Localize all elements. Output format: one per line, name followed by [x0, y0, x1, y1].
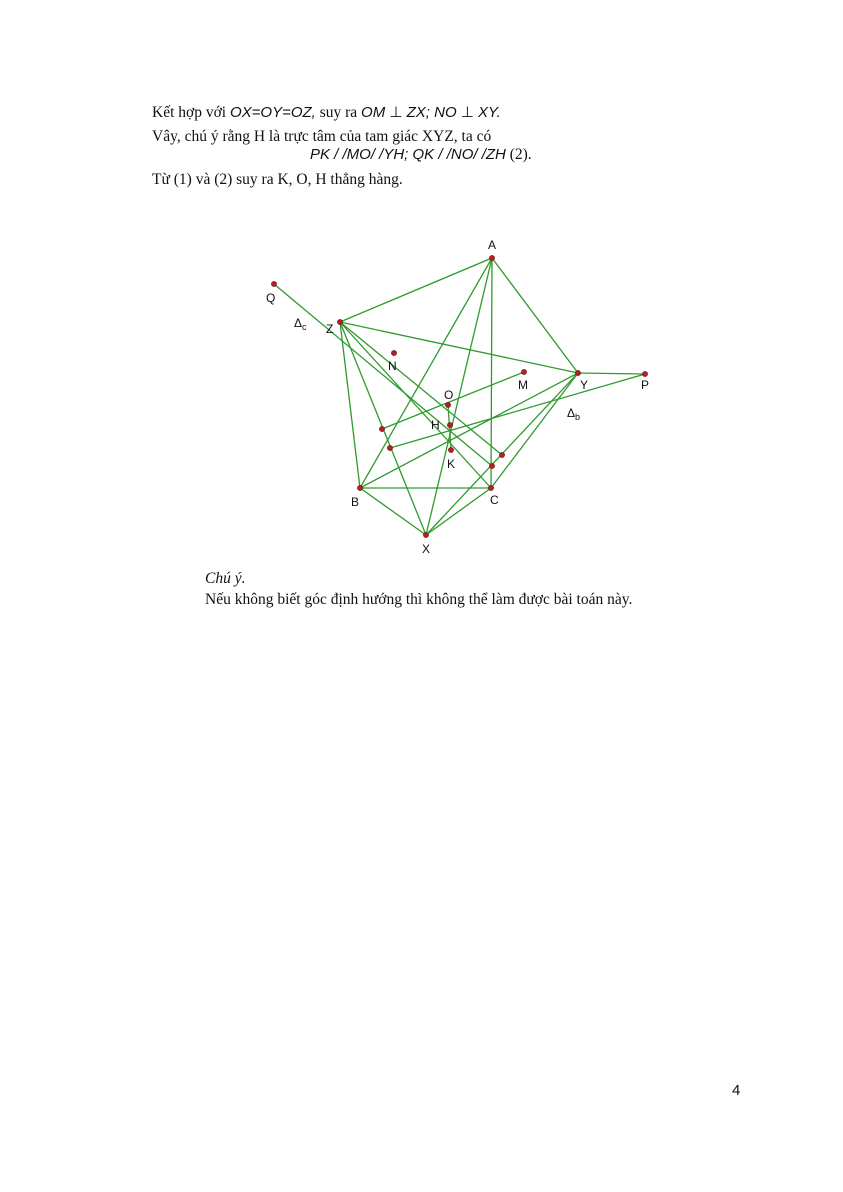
note-body: Nếu không biết góc định hướng thì không …: [205, 591, 633, 608]
point-B: [357, 485, 363, 491]
label-O: O: [444, 388, 453, 402]
segment-CZ: [339, 321, 492, 489]
segment-AY: [491, 257, 579, 374]
segment-BX: [359, 487, 427, 536]
text-line-1: Kết hợp với OX=OY=OZ, suy ra OM ⊥ ZX; NO…: [152, 103, 501, 123]
segment-AB: [359, 257, 493, 489]
point-P: [642, 371, 648, 377]
label-C: C: [490, 493, 499, 507]
label-delta-b: Δb: [567, 406, 580, 422]
label-X: X: [422, 542, 430, 556]
segment-CY: [490, 372, 579, 489]
point-K: [448, 447, 454, 453]
line1-math-perp: OM ⊥ ZX; NO ⊥ XY.: [361, 104, 501, 121]
line1-math-equal: OX=OY=OZ,: [229, 104, 316, 121]
point-M: [521, 369, 527, 375]
point-H: [447, 422, 453, 428]
point-aux-4: [489, 463, 495, 469]
label-A: A: [488, 238, 496, 252]
label-P: P: [641, 378, 649, 392]
segment-YZ: [339, 321, 579, 374]
point-O: [445, 402, 451, 408]
point-Y: [575, 370, 581, 376]
segment-CX: [425, 487, 492, 536]
point-Z: [337, 319, 343, 325]
text-line-4: Từ (1) và (2) suy ra K, O, H thẳng hàng.: [152, 171, 403, 188]
label-M: M: [518, 378, 528, 392]
label-Q: Q: [266, 291, 275, 305]
label-N: N: [388, 359, 397, 373]
line-delta-c: [273, 283, 493, 467]
delta-b-subscript: b: [575, 412, 580, 422]
label-H: H: [431, 418, 440, 432]
text-line-2: Vây, chú ý rằng H là trực tâm của tam gi…: [152, 128, 492, 145]
segment-BY: [359, 372, 579, 489]
point-aux-3: [499, 452, 505, 458]
page-number: 4: [732, 1082, 741, 1099]
delta-c-symbol: Δ: [294, 316, 302, 330]
label-K: K: [447, 457, 455, 471]
line1-prefix: Kết hợp với: [152, 104, 230, 121]
label-Y: Y: [580, 378, 588, 392]
point-aux-2: [387, 445, 393, 451]
segment-AX: [425, 257, 493, 536]
segment-ZN-ext: [339, 321, 503, 456]
point-Q: [271, 281, 277, 287]
line1-middle: suy ra: [315, 104, 362, 121]
figure-points: [271, 255, 648, 538]
segment-YP: [577, 372, 646, 375]
point-N: [391, 350, 397, 356]
label-B: B: [351, 495, 359, 509]
segment-AZ: [339, 257, 493, 323]
line-delta-b: [389, 373, 646, 449]
point-A: [489, 255, 495, 261]
delta-b-symbol: Δ: [567, 406, 575, 420]
figure-labels: A Q Z Δc N M Y P Δb O H K B C X: [266, 238, 649, 556]
segment-AC: [490, 257, 493, 489]
figure-segments: [273, 257, 646, 536]
label-delta-c: Δc: [294, 316, 307, 332]
line3-math-parallel: PK / /MO/ /YH; QK / /NO/ /ZH: [310, 146, 506, 163]
label-Z: Z: [326, 322, 333, 336]
point-C: [488, 485, 494, 491]
text-line-3: PK / /MO/ /YH; QK / /NO/ /ZH (2).: [310, 145, 532, 165]
point-aux-1: [379, 426, 385, 432]
delta-c-subscript: c: [302, 322, 307, 332]
note-title: Chú ý.: [205, 570, 246, 587]
line3-suffix: (2).: [505, 146, 532, 163]
point-X: [423, 532, 429, 538]
segment-MO-ext: [381, 371, 525, 430]
segment-BZ: [339, 321, 361, 489]
